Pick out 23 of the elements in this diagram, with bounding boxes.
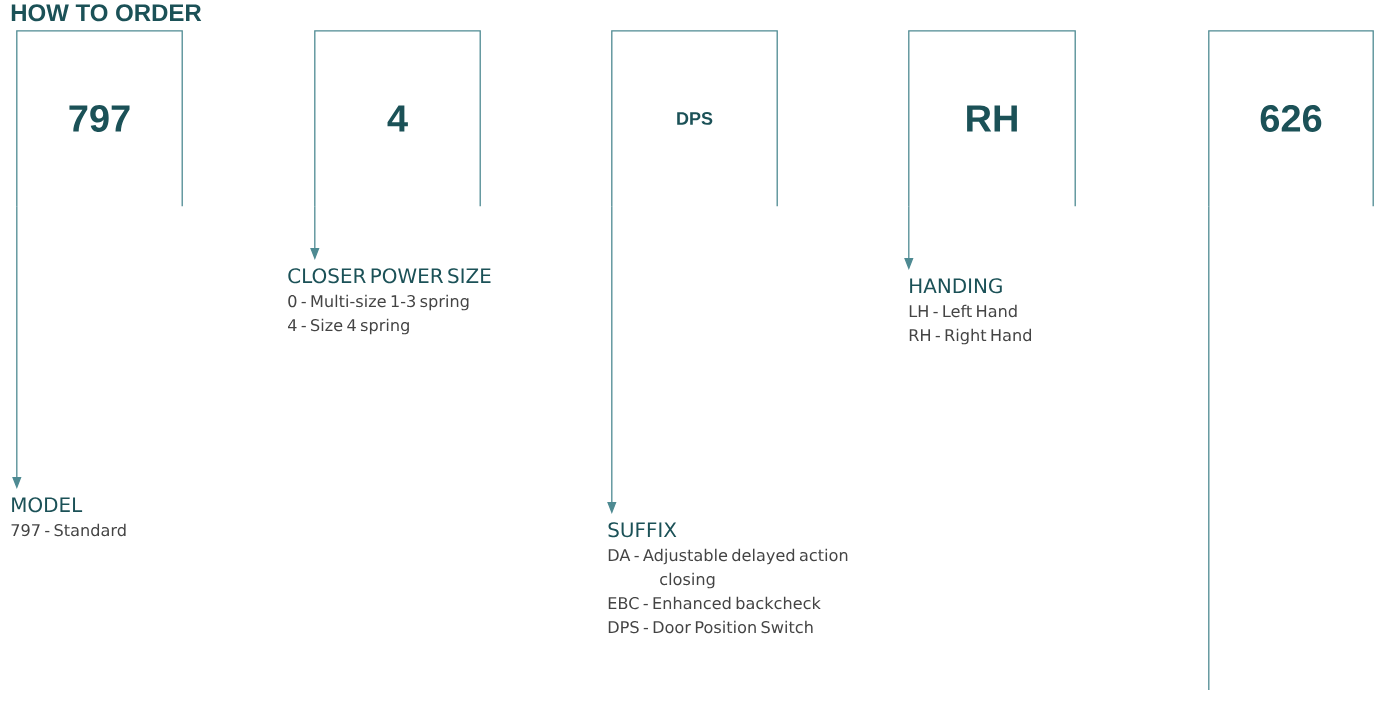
list-item: 797 - Standard	[11, 523, 126, 537]
heading: CLOSER POWER SIZE	[288, 268, 491, 284]
code-bracket	[314, 30, 481, 207]
list-item: DPS - Door Position Switch	[608, 620, 813, 634]
code-text: 4	[387, 105, 408, 132]
title: HOW TO ORDER	[11, 4, 202, 22]
code-text: RH	[967, 105, 1017, 132]
list-item: RH - Right Hand	[909, 328, 1031, 345]
heading: MODEL	[12, 497, 83, 513]
heading: HANDING	[910, 278, 1002, 294]
list-item: 0 - Multi-size 1-3 spring	[288, 294, 469, 311]
code-text: DPS	[677, 112, 713, 125]
code-text: 626	[1260, 105, 1322, 132]
code-bracket	[1208, 30, 1374, 207]
code-text: 797	[69, 105, 130, 132]
list-item: 4 - Size 4 spring	[288, 318, 409, 335]
list-item: LH - Left Hand	[909, 304, 1017, 318]
heading: SUFFIX	[608, 522, 677, 538]
code-bracket	[908, 30, 1076, 207]
list-item: EBC - Enhanced backcheck	[608, 596, 821, 610]
code-bracket	[611, 30, 778, 207]
list-item: DA - Adjustable delayed action closing	[608, 548, 848, 589]
code-bracket	[16, 30, 183, 207]
